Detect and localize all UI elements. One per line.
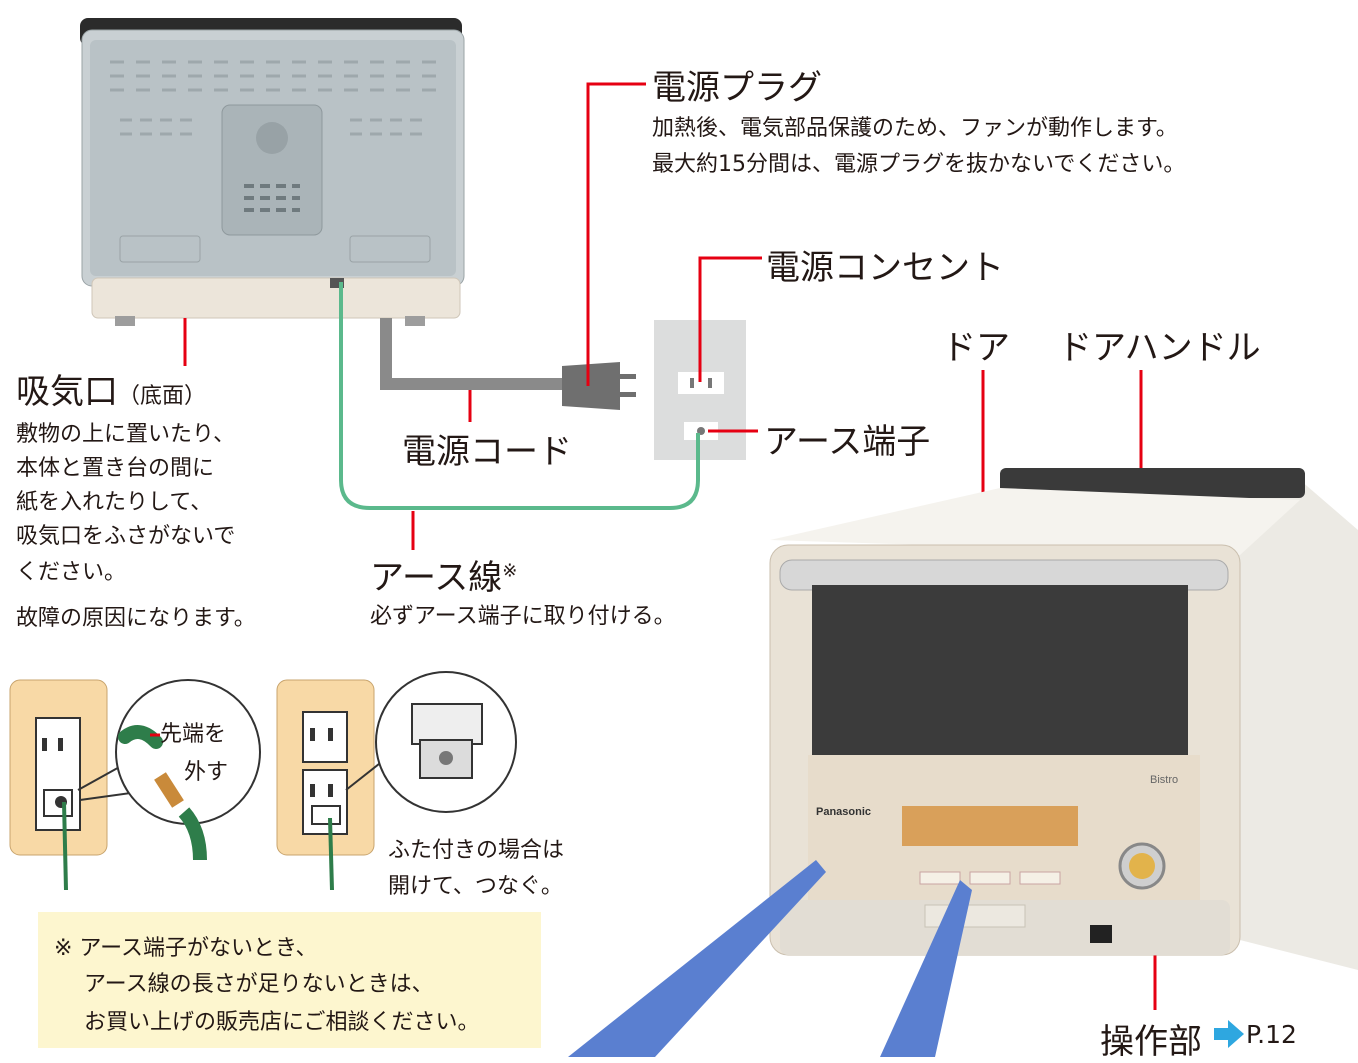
label-intake: 吸気口（底面） <box>16 364 206 413</box>
arrow-right-icon <box>1214 1020 1244 1048</box>
label-door-handle: ドアハンドル <box>1058 328 1261 368</box>
label-cover-1: ふた付きの場合は <box>388 838 565 863</box>
label-power-cord: 電源コード <box>402 432 572 472</box>
brand-logo-bistro: Bistro <box>1150 774 1178 786</box>
beam-left <box>568 860 826 1057</box>
label-tip-remove-1: 先端を <box>160 722 227 747</box>
intake-desc-1: 敷物の上に置いたり、 <box>16 422 236 447</box>
wall-plate-1 <box>9 679 261 891</box>
intake-desc-2: 本体と置き台の間に <box>16 456 215 481</box>
label-earth-wire-mark: ※ <box>502 560 518 582</box>
power-cord <box>380 318 636 410</box>
intake-desc-5: ください。 <box>16 560 127 585</box>
wall-plate-2 <box>276 671 517 891</box>
label-earth-wire: アース線※ <box>370 550 517 599</box>
label-power-plug: 電源プラグ <box>652 68 822 108</box>
intake-desc-3: 紙を入れたりして、 <box>16 490 213 515</box>
label-earth-terminal: アース端子 <box>764 422 931 462</box>
label-outlet: 電源コンセント <box>766 248 1004 288</box>
label-earth-wire-text: アース線 <box>370 558 503 598</box>
note-line-2: アース線の長さが足りないときは、 <box>84 972 434 997</box>
label-plug-desc-2: 最大約15分間は、電源プラグを抜かないでください。 <box>652 152 1186 177</box>
microwave-front-view: Panasonic Bistro <box>769 468 1358 970</box>
label-plug-desc-1: 加熱後、電気部品保護のため、ファンが動作します。 <box>652 116 1178 141</box>
caution-note-box <box>38 912 541 1048</box>
label-tip-remove-2: 外す <box>184 760 229 785</box>
label-intake-title: 吸気口 <box>16 372 118 412</box>
label-earth-wire-desc: 必ずアース端子に取り付ける。 <box>370 604 676 629</box>
microwave-rear-view <box>80 18 465 326</box>
intake-desc-6: 故障の原因になります。 <box>16 606 256 631</box>
earth-wire <box>339 282 700 510</box>
page-ref-link[interactable]: P.12 <box>1246 1020 1297 1049</box>
note-line-1: ※ アース端子がないとき、 <box>54 936 318 961</box>
label-control-panel: 操作部 <box>1100 1022 1202 1062</box>
label-door: ドア <box>942 328 1010 368</box>
label-cover-2: 開けて、つなぐ。 <box>388 874 563 899</box>
beam-right <box>880 880 972 1057</box>
label-intake-paren: （底面） <box>118 384 207 409</box>
note-line-3: お買い上げの販売店にご相談ください。 <box>84 1010 480 1035</box>
intake-desc-4: 吸気口をふさがないで <box>16 524 236 549</box>
brand-logo-panasonic: Panasonic <box>816 806 871 818</box>
